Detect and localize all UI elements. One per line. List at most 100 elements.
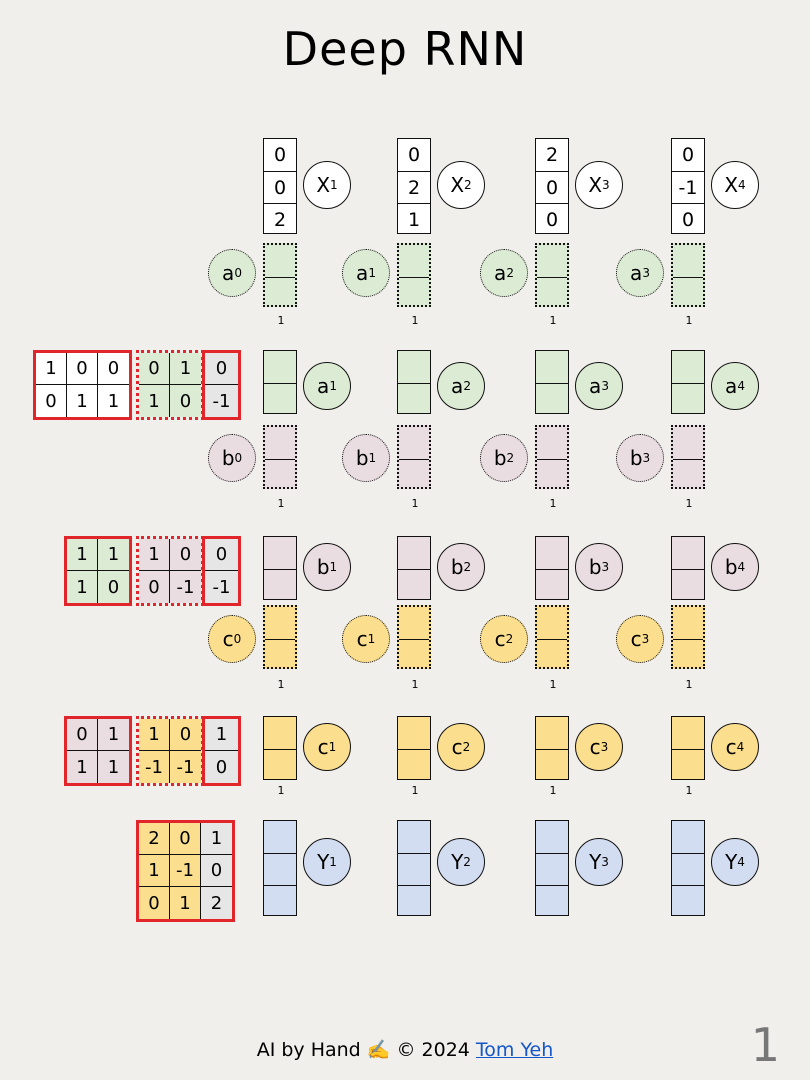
output-weights-cell: 0 bbox=[139, 887, 170, 919]
input-label-x3-text: X bbox=[588, 173, 603, 197]
prev-label-b2-text: b bbox=[493, 446, 507, 470]
hidden-b2 bbox=[397, 536, 431, 600]
label-a1-subscript: 1 bbox=[329, 379, 337, 393]
input-vector-x2-cell: 0 bbox=[407, 144, 421, 166]
layer1-bias-cell: -1 bbox=[205, 385, 238, 417]
hidden-c1 bbox=[263, 716, 297, 780]
bias-one-label: 1 bbox=[685, 497, 693, 510]
hidden-a1-cell bbox=[264, 383, 296, 415]
prev-hidden-b3-cell bbox=[673, 427, 703, 459]
output-weights-cell: 1 bbox=[139, 855, 170, 887]
layer3-hidden-weights-cell: -1 bbox=[170, 751, 201, 783]
label-y1-subscript: 1 bbox=[329, 855, 337, 869]
prev-hidden-a1-cell bbox=[399, 245, 429, 277]
prev-hidden-a0-cell bbox=[265, 277, 295, 309]
label-y4-subscript: 4 bbox=[737, 855, 745, 869]
prev-hidden-c3-cell bbox=[673, 639, 703, 671]
prev-hidden-a0 bbox=[263, 243, 297, 307]
bias-one-label: 1 bbox=[277, 784, 285, 797]
hidden-b3-cell bbox=[536, 569, 568, 601]
bias-one-label: 1 bbox=[685, 678, 693, 691]
prev-label-b3-text: b bbox=[629, 446, 643, 470]
prev-hidden-b3-cell bbox=[673, 459, 703, 491]
bias-one-label: 1 bbox=[277, 678, 285, 691]
prev-hidden-c1-cell bbox=[399, 607, 429, 639]
bias-one-label: 1 bbox=[549, 678, 557, 691]
prev-label-a0-subscript: 0 bbox=[234, 266, 242, 280]
prev-label-b1-subscript: 1 bbox=[368, 451, 377, 465]
label-y3-subscript: 3 bbox=[601, 855, 609, 869]
hidden-b3-cell bbox=[536, 537, 568, 569]
hidden-c2 bbox=[397, 716, 431, 780]
layer3-hidden-weights-cell: 0 bbox=[170, 719, 201, 751]
label-b3-text: b bbox=[588, 555, 602, 579]
label-c2-subscript: 2 bbox=[462, 740, 471, 754]
output-y1-cell bbox=[264, 885, 296, 917]
prev-label-b2-subscript: 2 bbox=[506, 451, 515, 465]
layer1-input-weights-cell: 0 bbox=[98, 353, 129, 385]
input-vector-x1-cell: 2 bbox=[264, 203, 296, 235]
hidden-b4 bbox=[671, 536, 705, 600]
prev-label-c2-subscript: 2 bbox=[505, 632, 514, 646]
label-c3-text: c bbox=[589, 735, 601, 759]
layer2-input-weights-cell: 1 bbox=[67, 571, 98, 603]
hidden-c1-cell bbox=[264, 749, 296, 781]
layer1-hidden-weights-cell: 0 bbox=[139, 353, 170, 385]
input-label-x3-subscript: 3 bbox=[602, 178, 610, 192]
hidden-a4-cell bbox=[672, 351, 704, 383]
hidden-c4-cell bbox=[672, 749, 704, 781]
label-a3-subscript: 3 bbox=[601, 379, 609, 393]
layer1-input-weights-cell: 1 bbox=[36, 353, 67, 385]
label-b2-text: b bbox=[450, 555, 464, 579]
prev-label-b1-text: b bbox=[355, 446, 369, 470]
layer1-input-weights-cell: 1 bbox=[98, 385, 129, 417]
hidden-b2-cell bbox=[398, 569, 430, 601]
input-vector-x3-cell: 2 bbox=[545, 144, 559, 166]
footer: AI by Hand ✍️ © 2024 Tom Yeh bbox=[0, 1038, 810, 1061]
prev-hidden-a2-cell bbox=[537, 245, 567, 277]
label-c4-subscript: 4 bbox=[736, 740, 745, 754]
page-number: 1 bbox=[750, 1018, 780, 1072]
prev-hidden-b1-cell bbox=[399, 427, 429, 459]
layer2-hidden-weights-cell: -1 bbox=[170, 571, 201, 603]
label-a2-text: a bbox=[451, 374, 464, 398]
input-vector-x4-cell: -1 bbox=[672, 171, 704, 203]
prev-hidden-c2 bbox=[535, 605, 569, 669]
label-b4-subscript: 4 bbox=[737, 560, 746, 574]
input-vector-x1-cell: 0 bbox=[273, 144, 287, 166]
prev-label-c1-subscript: 1 bbox=[367, 632, 376, 646]
output-weights-cell: 0 bbox=[201, 855, 232, 887]
prev-hidden-c1 bbox=[397, 605, 431, 669]
page-title: Deep RNN bbox=[282, 22, 528, 76]
hidden-c4 bbox=[671, 716, 705, 780]
bias-one-label: 1 bbox=[411, 497, 419, 510]
hidden-a4-cell bbox=[672, 383, 704, 415]
hidden-c4-cell bbox=[672, 717, 704, 749]
layer2-input-weights-cell: 1 bbox=[98, 539, 129, 571]
layer3-input-weights-cell: 1 bbox=[67, 751, 98, 783]
author-link[interactable]: Tom Yeh bbox=[475, 1039, 554, 1061]
label-y1-text: Y bbox=[317, 850, 330, 874]
hidden-c1-cell bbox=[264, 717, 296, 749]
output-weights-cell: -1 bbox=[170, 855, 201, 887]
